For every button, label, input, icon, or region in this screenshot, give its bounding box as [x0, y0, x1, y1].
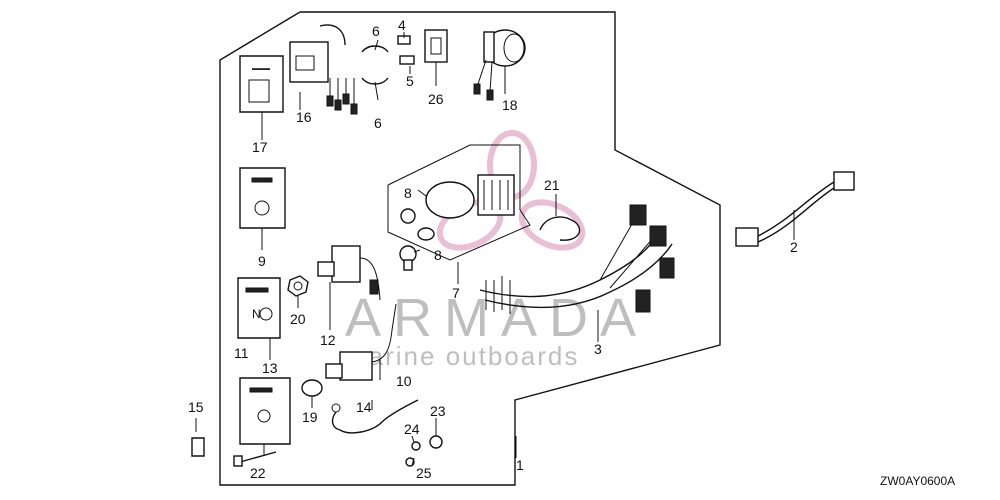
callout-22: 22 [250, 465, 266, 481]
callout-15: 15 [188, 399, 204, 415]
key-8b [399, 245, 417, 271]
callout-1: 1 [516, 457, 524, 473]
callout-12: 12 [320, 332, 336, 348]
clip-6a [361, 45, 389, 53]
callout-21: 21 [544, 177, 560, 193]
callout-10: 10 [396, 373, 412, 389]
harness-3 [479, 204, 675, 314]
kit-outline [219, 11, 721, 486]
neutral-mark: N [252, 307, 261, 321]
drawing-code: ZW0AY0600A [880, 474, 955, 488]
plate-9 [239, 167, 286, 229]
callouts: 1 2 3 4 5 6 6 7 8 8 9 10 11 12 13 14 15 … [188, 17, 798, 481]
callout-25: 25 [416, 465, 432, 481]
switch-box-16 [289, 24, 358, 115]
callout-5: 5 [406, 73, 414, 89]
callout-8b: 8 [434, 247, 442, 263]
callout-23: 23 [430, 403, 446, 419]
watermark: ARMADA marine outboards [345, 130, 636, 371]
pin-5 [399, 55, 415, 65]
callout-6b: 6 [374, 115, 382, 131]
svg-text:▬▬▬: ▬▬▬ [252, 66, 270, 72]
key-8a [400, 208, 435, 241]
buzzer-18 [473, 29, 526, 101]
cable-2 [735, 171, 855, 247]
bolt-22 [233, 451, 277, 467]
nut-20 [287, 275, 309, 297]
callout-14: 14 [356, 399, 372, 415]
plate-13: N [237, 277, 281, 339]
callout-18: 18 [502, 97, 518, 113]
clamp-21 [539, 216, 581, 241]
clip-15 [191, 437, 205, 457]
callout-3: 3 [594, 341, 602, 357]
washer-24 [411, 441, 421, 451]
lanyard-14 [331, 399, 419, 434]
callout-13: 13 [262, 360, 278, 376]
callout-19: 19 [302, 409, 318, 425]
switch-12 [317, 245, 381, 301]
callout-17: 17 [252, 139, 268, 155]
leader-lines [195, 32, 795, 467]
ring-19 [301, 379, 323, 397]
plate-17: ▬▬▬ [239, 55, 284, 113]
callout-8a: 8 [404, 185, 412, 201]
key-switch-7 [425, 174, 515, 219]
key-switch-group-outline [387, 144, 531, 261]
callout-16: 16 [296, 109, 312, 125]
nut-23 [429, 435, 443, 449]
callout-4: 4 [398, 17, 406, 33]
switch-10 [325, 303, 397, 381]
callout-2: 2 [790, 239, 798, 255]
plate-11 [239, 377, 291, 445]
callout-6a: 6 [372, 23, 380, 39]
callout-11: 11 [234, 345, 249, 361]
callout-26: 26 [428, 91, 444, 107]
bracket-26 [424, 29, 448, 63]
callout-20: 20 [290, 311, 306, 327]
callout-7: 7 [452, 285, 460, 301]
callout-24: 24 [404, 421, 420, 437]
callout-9: 9 [258, 253, 266, 269]
